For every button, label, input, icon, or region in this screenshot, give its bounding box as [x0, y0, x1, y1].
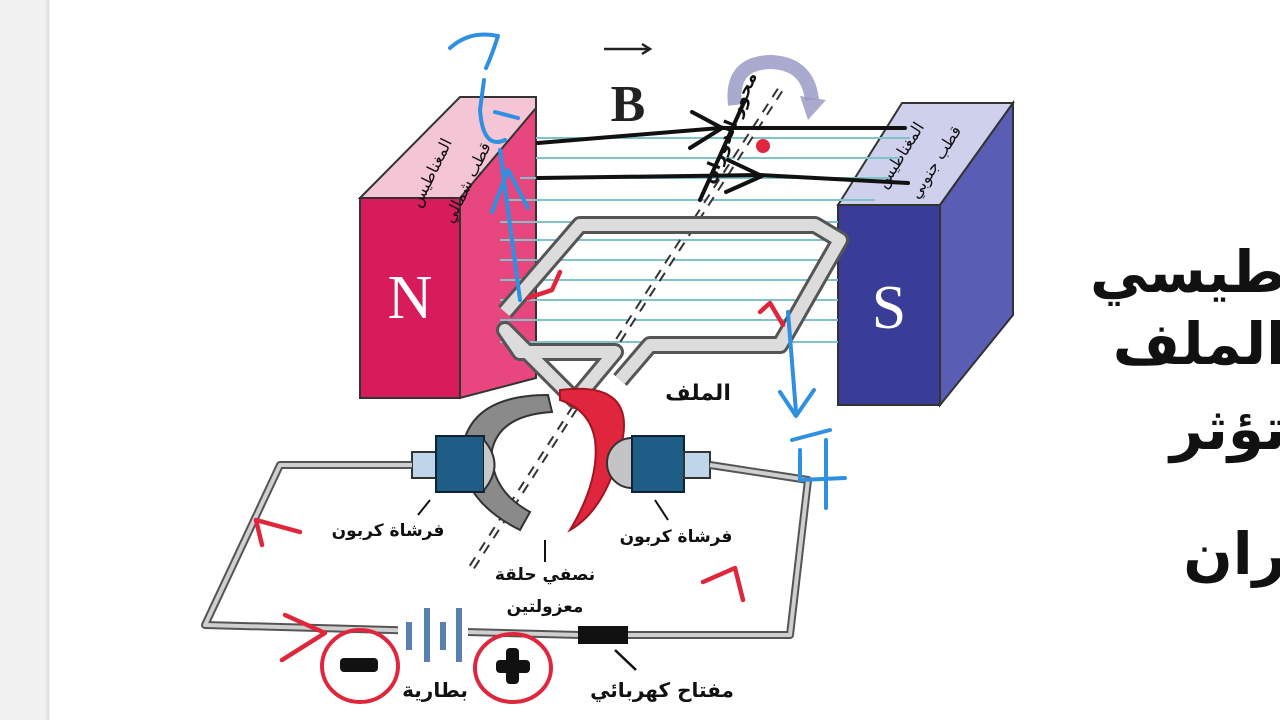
field-symbol: B — [611, 76, 646, 133]
brush-right-label: فرشاة كربون — [620, 527, 733, 547]
switch-label: مفتاح كهربائي — [590, 678, 734, 703]
north-magnet: N المغناطيس قطب شمالي — [357, 96, 537, 400]
page-left-edge — [0, 0, 48, 720]
side-text-line-1: طيسي — [1089, 238, 1280, 306]
commutator-gray-half — [460, 393, 554, 532]
commutator-red-half — [559, 387, 625, 533]
coil-label: الملف — [665, 381, 731, 406]
current-arrows-red — [253, 269, 786, 663]
commutator-label-line2: معزولتين — [507, 597, 584, 617]
coil — [496, 216, 849, 409]
battery-label: بطارية — [402, 678, 468, 702]
commutator-label-line1: نصفي حلقة — [495, 565, 595, 585]
battery — [398, 608, 468, 662]
plus-terminal — [473, 632, 553, 704]
force-arrows-blue — [448, 32, 847, 510]
brush-left-label: فرشاة كربون — [332, 521, 445, 541]
rotation-direction-arrow — [727, 54, 819, 106]
south-letter: S — [872, 274, 906, 342]
north-magnet-front — [359, 197, 461, 399]
south-magnet: S المغناطيس قطب جنوبي — [836, 99, 1015, 408]
rotation-axis — [467, 88, 783, 572]
red-dot — [756, 139, 770, 153]
left-brush — [411, 435, 496, 493]
minus-terminal — [320, 628, 400, 704]
right-brush — [606, 435, 711, 493]
side-text-line-3: تؤثر — [1170, 395, 1280, 463]
side-text-line-4: ران — [1183, 520, 1280, 588]
side-text-line-2: الملف — [1112, 310, 1280, 378]
electric-switch — [578, 626, 628, 644]
force-arrows-black — [536, 98, 910, 202]
south-magnet-front — [837, 204, 941, 406]
north-letter: N — [388, 264, 433, 332]
